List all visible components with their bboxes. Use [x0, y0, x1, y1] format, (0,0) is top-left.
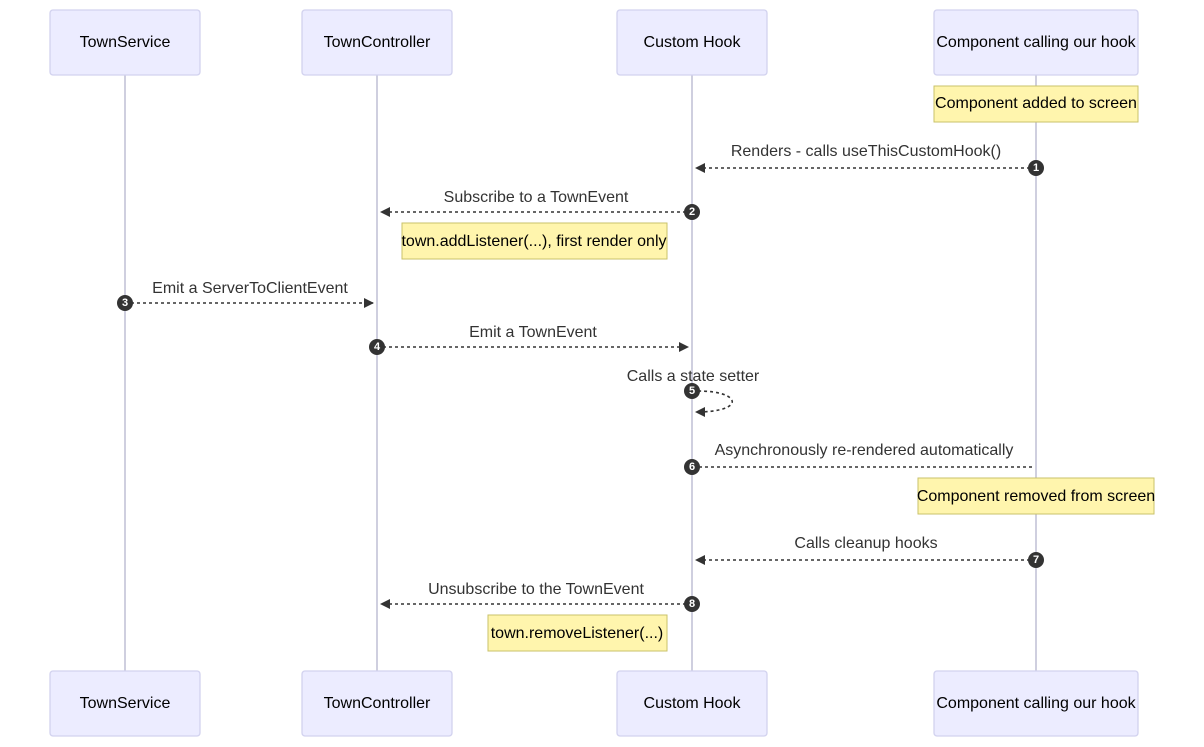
- note-add-listener: town.addListener(...), first render only: [401, 222, 668, 260]
- message-7: Calls cleanup hooks 7: [695, 535, 1044, 568]
- note-text: town.addListener(...), first render only: [401, 233, 666, 250]
- note-remove-listener: town.removeListener(...): [487, 614, 668, 652]
- actor-custom-hook-top: Custom Hook: [616, 9, 768, 76]
- actor-label: Custom Hook: [644, 695, 742, 712]
- note-text: town.removeListener(...): [491, 625, 664, 642]
- message-label: Renders - calls useThisCustomHook(): [731, 143, 1001, 160]
- note-component-added: Component added to screen: [933, 85, 1139, 123]
- actor-townservice-top: TownService: [49, 9, 201, 76]
- sequence-number: 1: [1033, 162, 1039, 174]
- message-3: Emit a ServerToClientEvent 3: [117, 280, 374, 311]
- actor-towncontroller-top: TownController: [301, 9, 453, 76]
- sequence-number: 5: [689, 385, 695, 397]
- actor-label: TownController: [324, 695, 431, 712]
- actor-label: Custom Hook: [644, 34, 742, 51]
- sequence-number: 2: [689, 206, 695, 218]
- message-6: Asynchronously re-rendered automatically…: [684, 442, 1032, 475]
- message-label: Asynchronously re-rendered automatically: [715, 442, 1014, 459]
- actor-label: Component calling our hook: [936, 34, 1136, 51]
- note-text: Component removed from screen: [917, 488, 1155, 505]
- actor-label: TownController: [324, 34, 431, 51]
- actor-label: Component calling our hook: [936, 695, 1136, 712]
- message-4: Emit a TownEvent 4: [369, 324, 689, 355]
- sequence-number: 8: [689, 598, 695, 610]
- message-label: Calls a state setter: [627, 368, 760, 385]
- sequence-number: 7: [1033, 554, 1039, 566]
- actor-towncontroller-bottom: TownController: [301, 670, 453, 737]
- sequence-number: 3: [122, 297, 128, 309]
- note-text: Component added to screen: [935, 95, 1137, 112]
- message-8: Unsubscribe to the TownEvent 8: [380, 581, 700, 612]
- message-label: Calls cleanup hooks: [794, 535, 937, 552]
- message-label: Subscribe to a TownEvent: [444, 189, 629, 206]
- message-label: Emit a ServerToClientEvent: [152, 280, 348, 297]
- actor-component-top: Component calling our hook: [933, 9, 1139, 76]
- actor-label: TownService: [80, 34, 171, 51]
- message-label: Unsubscribe to the TownEvent: [428, 581, 644, 598]
- message-1: Renders - calls useThisCustomHook() 1: [695, 143, 1044, 176]
- actor-label: TownService: [80, 695, 171, 712]
- message-2: Subscribe to a TownEvent 2: [380, 189, 700, 220]
- actor-component-bottom: Component calling our hook: [933, 670, 1139, 737]
- message-5: Calls a state setter 5: [627, 368, 760, 417]
- actor-custom-hook-bottom: Custom Hook: [616, 670, 768, 737]
- actor-townservice-bottom: TownService: [49, 670, 201, 737]
- sequence-number: 6: [689, 461, 695, 473]
- message-label: Emit a TownEvent: [469, 324, 597, 341]
- note-component-removed: Component removed from screen: [917, 477, 1155, 515]
- sequence-number: 4: [374, 341, 381, 353]
